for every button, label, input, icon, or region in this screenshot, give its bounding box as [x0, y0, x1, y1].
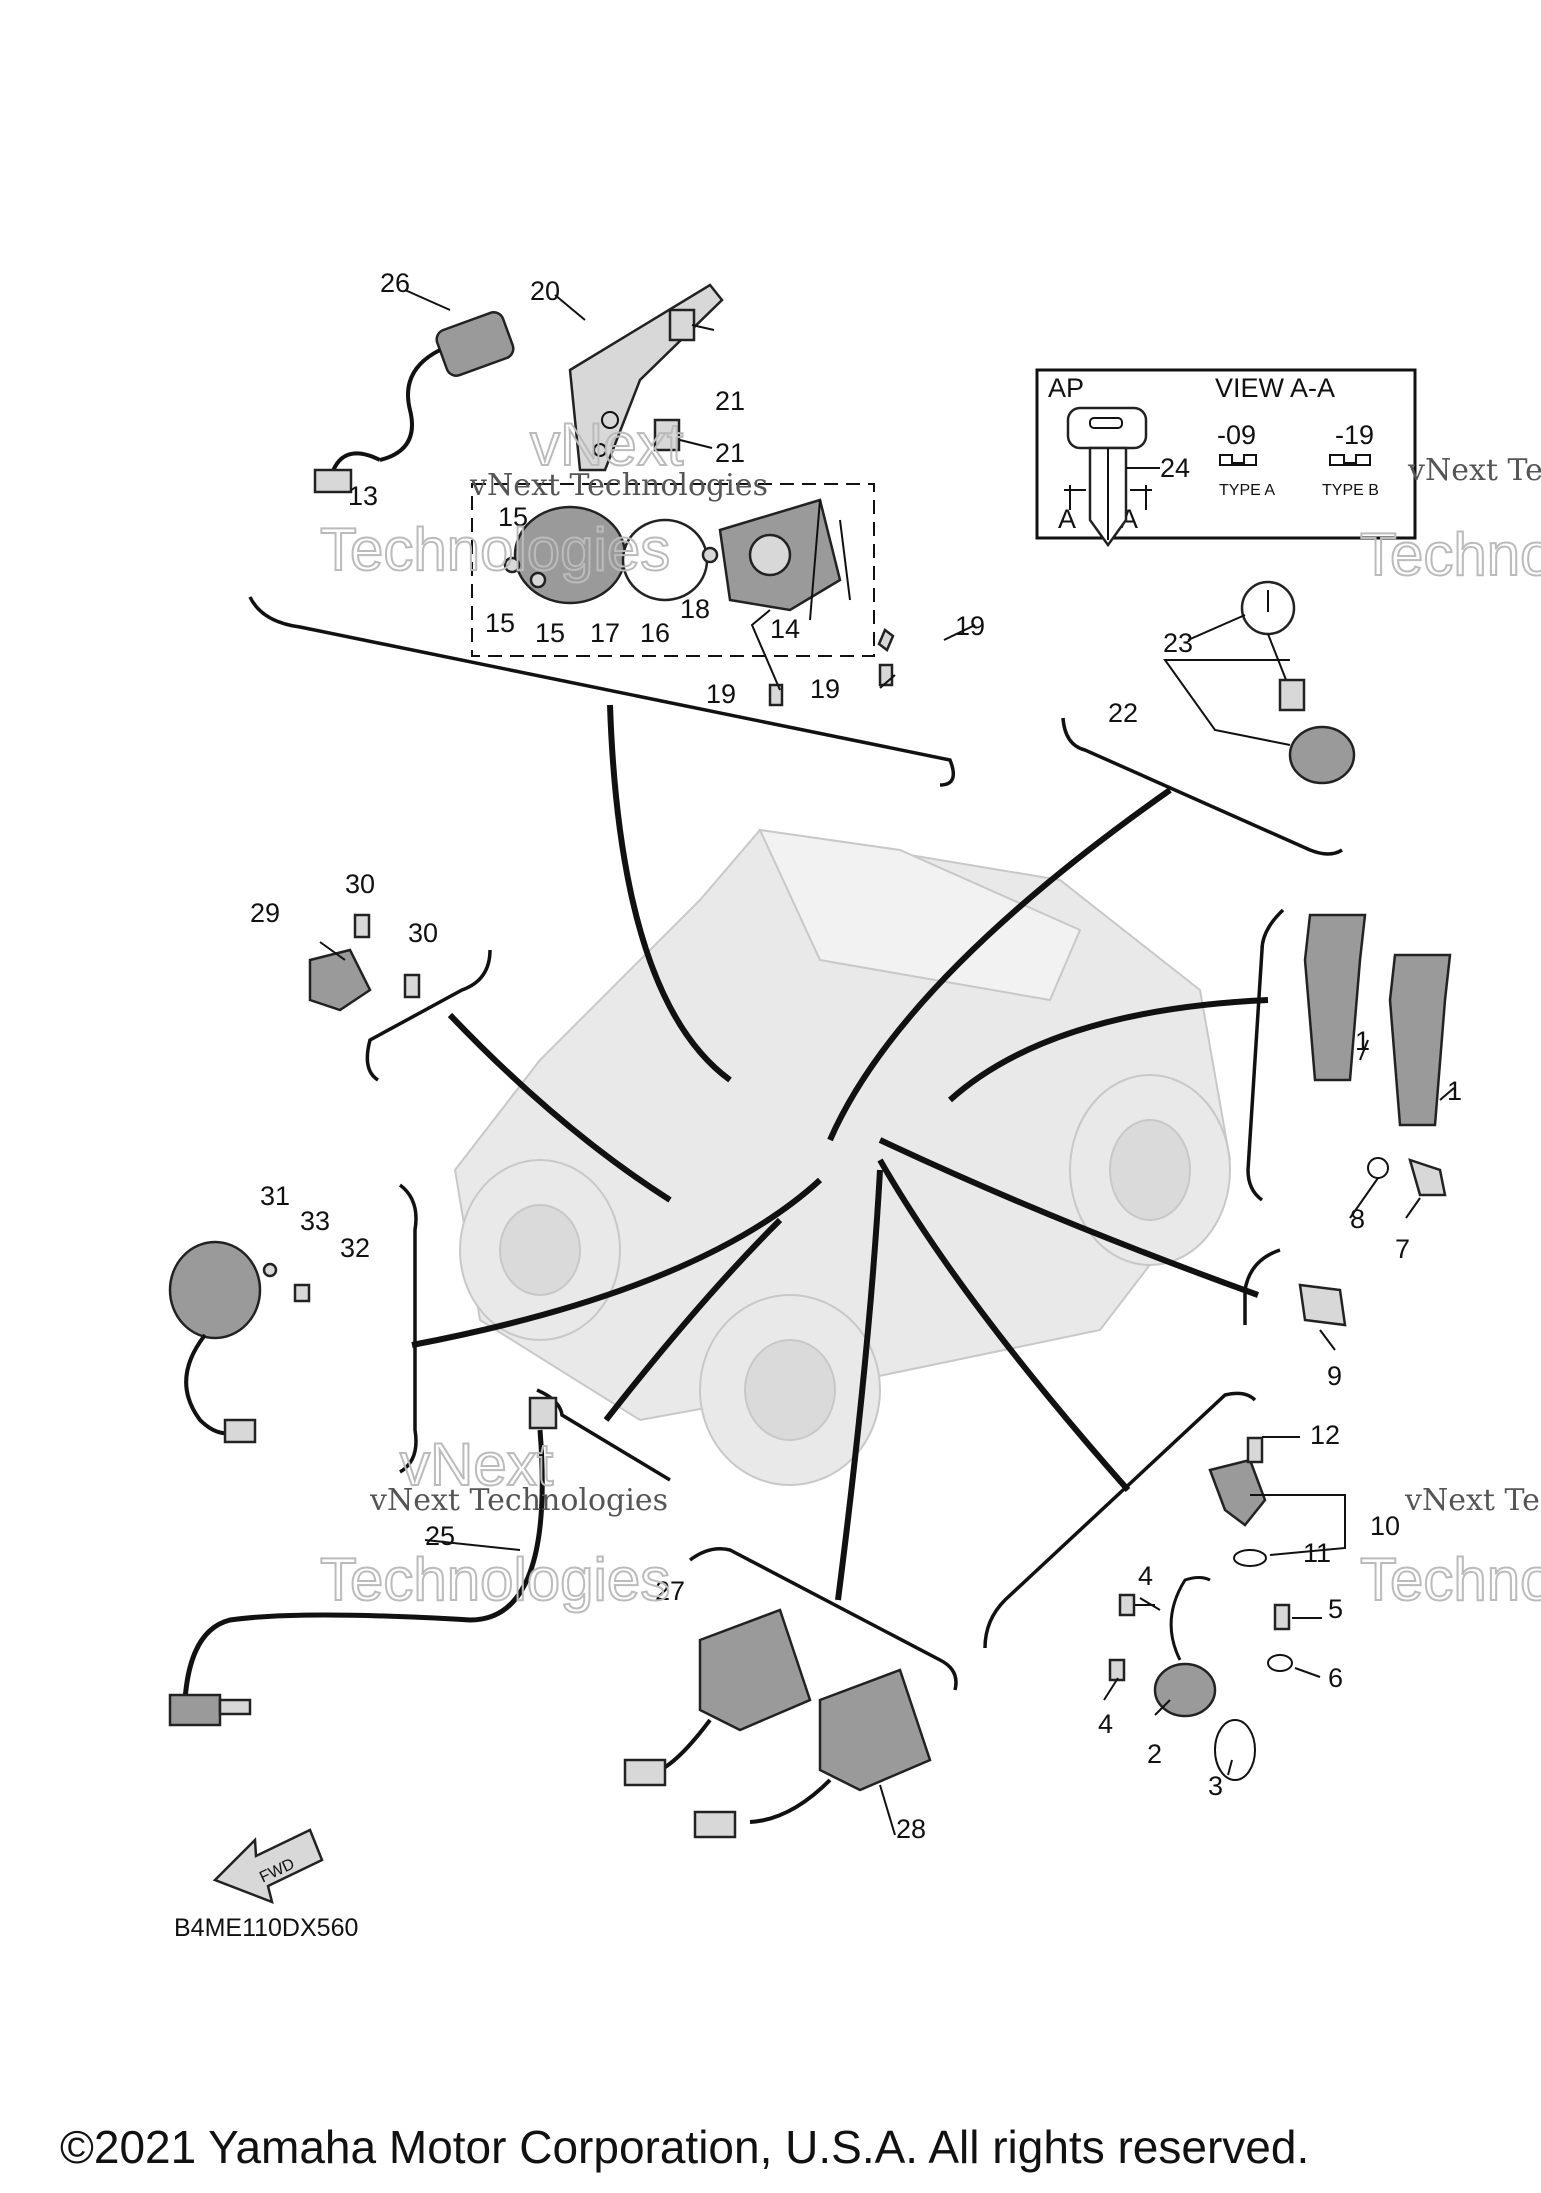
- callout-30a: 30: [345, 869, 375, 899]
- callout-15a: 15: [485, 608, 515, 638]
- part-31-horn: [168, 1240, 311, 1444]
- callout-16: 16: [640, 618, 670, 648]
- part-27-motor: [623, 1608, 812, 1787]
- callout-33: 33: [300, 1206, 330, 1236]
- variant-b-label: -19: [1335, 420, 1374, 450]
- vehicle-illustration: [453, 828, 1232, 1486]
- watermark-outline-2: Technologies: [320, 516, 670, 583]
- callout-17: 17: [590, 618, 620, 648]
- type-b-label: TYPE B: [1322, 482, 1379, 499]
- watermark-text-2: vNext Technologies: [1407, 453, 1541, 488]
- callout-2: 2: [1147, 1739, 1162, 1769]
- section-mark-left: A: [1058, 504, 1076, 534]
- callout-27: 27: [655, 1576, 685, 1606]
- watermark-outline-4: vNext: [400, 1431, 554, 1498]
- watermark-text-3: vNext Technologies: [369, 1483, 668, 1518]
- part-1-ignition-coils: [1303, 913, 1452, 1127]
- callout-5: 5: [1328, 1594, 1343, 1624]
- callout-14: 14: [770, 614, 800, 644]
- callout-6: 6: [1328, 1663, 1343, 1693]
- callout-leaders: [319, 289, 1455, 1836]
- callout-9: 9: [1327, 1361, 1342, 1391]
- key-detail-box: AP VIEW A-A -09 -19 TYPE A TYPE B A A: [1035, 368, 1417, 548]
- callout-30b: 30: [408, 918, 438, 948]
- type-a-label: TYPE A: [1219, 482, 1275, 499]
- callout-12: 12: [1310, 1420, 1340, 1450]
- callout-8: 8: [1350, 1204, 1365, 1234]
- callout-32: 32: [340, 1233, 370, 1263]
- callout-7: 7: [1395, 1234, 1410, 1264]
- callout-19c: 19: [810, 674, 840, 704]
- callout-31: 31: [260, 1181, 290, 1211]
- callout-21a: 21: [715, 386, 745, 416]
- watermarks: vNext Technologies vNext Technologies vN…: [319, 410, 1541, 1614]
- part-26-harness-lead: [313, 311, 515, 494]
- part-2-sensor: [1108, 1576, 1293, 1781]
- callout-22: 22: [1108, 698, 1138, 728]
- callout-15b: 15: [535, 618, 565, 648]
- part-10-sensor-assy: [1208, 1436, 1267, 1567]
- callout-21b: 21: [715, 438, 745, 468]
- callout-20: 20: [530, 276, 560, 306]
- callout-1b: 1: [1447, 1076, 1462, 1106]
- key-box-title: AP: [1048, 373, 1084, 403]
- watermark-text-4: vNext Technologies: [1404, 1483, 1541, 1518]
- key-icon: [1064, 406, 1152, 548]
- fwd-arrow-icon: FWD: [212, 1828, 324, 1905]
- watermark-outline-6: Technologies: [1360, 1546, 1541, 1613]
- callout-1a: 1: [1355, 1026, 1370, 1056]
- watermark-outline-3: Technologies: [1360, 521, 1541, 588]
- callout-4b: 4: [1098, 1709, 1113, 1739]
- callouts: 26 20 21 21 13 15 15 15 17 16 18 14 19 1…: [250, 268, 1462, 1844]
- callout-11: 11: [1303, 1538, 1331, 1568]
- callout-19b: 19: [706, 679, 736, 709]
- copyright-notice: ©2021 Yamaha Motor Corporation, U.S.A. A…: [60, 2121, 1310, 2173]
- part-25-sensor-lead: [168, 1396, 558, 1727]
- part-9-switch: [1298, 1283, 1347, 1327]
- callout-10: 10: [1370, 1511, 1400, 1541]
- variant-a-label: -09: [1217, 420, 1256, 450]
- part-22-switch: [1240, 580, 1356, 785]
- horn-assembly: [503, 498, 895, 707]
- callout-28: 28: [896, 1814, 926, 1844]
- callout-29: 29: [250, 898, 280, 928]
- callout-4a: 4: [1138, 1561, 1153, 1591]
- callout-13: 13: [348, 481, 378, 511]
- part-7-8-sensor: [1367, 1157, 1447, 1197]
- callout-26: 26: [380, 268, 410, 298]
- callout-15c: 15: [498, 502, 528, 532]
- callout-18: 18: [680, 594, 710, 624]
- part-21-bolts: [653, 308, 696, 452]
- callout-24: 24: [1160, 453, 1190, 483]
- watermark-text-1: vNext Technologies: [469, 468, 768, 503]
- watermark-outline-1: vNext: [530, 411, 684, 478]
- part-29-sensor: [308, 913, 421, 1012]
- drawing-code: B4ME110DX560: [174, 1914, 359, 1942]
- leader-lines: [411, 704, 1269, 1601]
- callout-25: 25: [425, 1521, 455, 1551]
- part-28-motor: [693, 1668, 932, 1839]
- callout-19a: 19: [955, 611, 985, 641]
- callout-23: 23: [1163, 628, 1193, 658]
- view-label: VIEW A-A: [1215, 373, 1335, 403]
- watermark-outline-5: Technologies: [320, 1546, 670, 1613]
- callout-3: 3: [1208, 1771, 1223, 1801]
